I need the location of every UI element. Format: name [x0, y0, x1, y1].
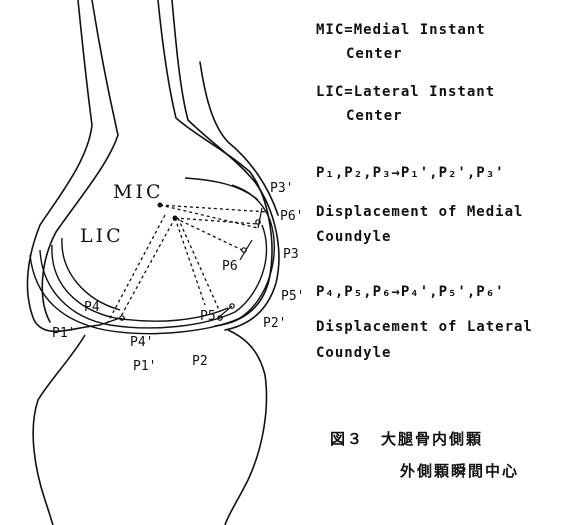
condyle-outline-2	[40, 225, 267, 328]
mic-point	[158, 203, 163, 208]
p3-prime-label: P3'	[270, 181, 293, 196]
p5-label: P5	[200, 309, 216, 324]
lic-point	[173, 216, 178, 221]
legend-lic-line1: LIC=Lateral Instant	[316, 84, 495, 100]
lic-line-to-p6p	[175, 218, 258, 224]
p4-label: P4	[84, 300, 100, 315]
femur-outline-left-1	[27, 0, 100, 331]
p5-prime-label: P5'	[281, 289, 304, 304]
arrow-p4-to-p4p	[100, 318, 120, 325]
femur-outline-right-1	[158, 0, 272, 326]
lic-line-to-p5	[175, 218, 205, 305]
p4-prime-label: P4'	[130, 335, 153, 350]
condyle-outline-5	[185, 178, 258, 200]
tibia-left-edge	[33, 335, 85, 525]
p6-prime-label: P6'	[280, 209, 303, 224]
p3-label: P3	[283, 247, 299, 262]
legend-mic-line1: MIC=Medial Instant	[316, 22, 486, 38]
legend-medial-points: P₁,P₂,P₃→P₁',P₂',P₃'	[316, 165, 505, 181]
legend-lic-line2: Center	[316, 108, 403, 124]
p1-prime-left-label: P1'	[52, 326, 75, 341]
legend-lateral-line2: Coundyle	[316, 345, 391, 361]
mic-label: MIC	[113, 181, 164, 203]
p2-label: P2	[192, 354, 208, 369]
condyle-outline-1	[30, 185, 274, 334]
lic-label: LIC	[80, 225, 124, 247]
femur-shaft-outlines	[27, 0, 278, 331]
p6-label: P6	[222, 259, 238, 274]
lic-line-to-p4	[120, 218, 175, 318]
lic-line-to-p5p	[178, 218, 220, 312]
lic-line-to-p6	[175, 218, 242, 250]
legend-mic-line2: Center	[316, 46, 403, 62]
p2-prime-label: P2'	[263, 316, 286, 331]
legend-lateral-points: P₄,P₅,P₆→P₄',P₅',P₆'	[316, 284, 505, 300]
femur-outline-right-2	[172, 0, 279, 330]
figure-caption-line1: 図３ 大腿骨内側顆	[330, 428, 483, 449]
legend-medial-line2: Coundyle	[316, 229, 391, 245]
femur-outline-right-3	[200, 62, 278, 215]
p1-prime-label: P1'	[133, 359, 156, 374]
mic-line-to-p3p	[160, 205, 268, 212]
tibia-right-edge	[225, 330, 266, 525]
legend-medial-line1: Displacement of Medial	[316, 204, 523, 220]
figure-caption-line2: 外側顆瞬間中心	[400, 460, 519, 481]
legend-lateral-line1: Displacement of Lateral	[316, 319, 533, 335]
